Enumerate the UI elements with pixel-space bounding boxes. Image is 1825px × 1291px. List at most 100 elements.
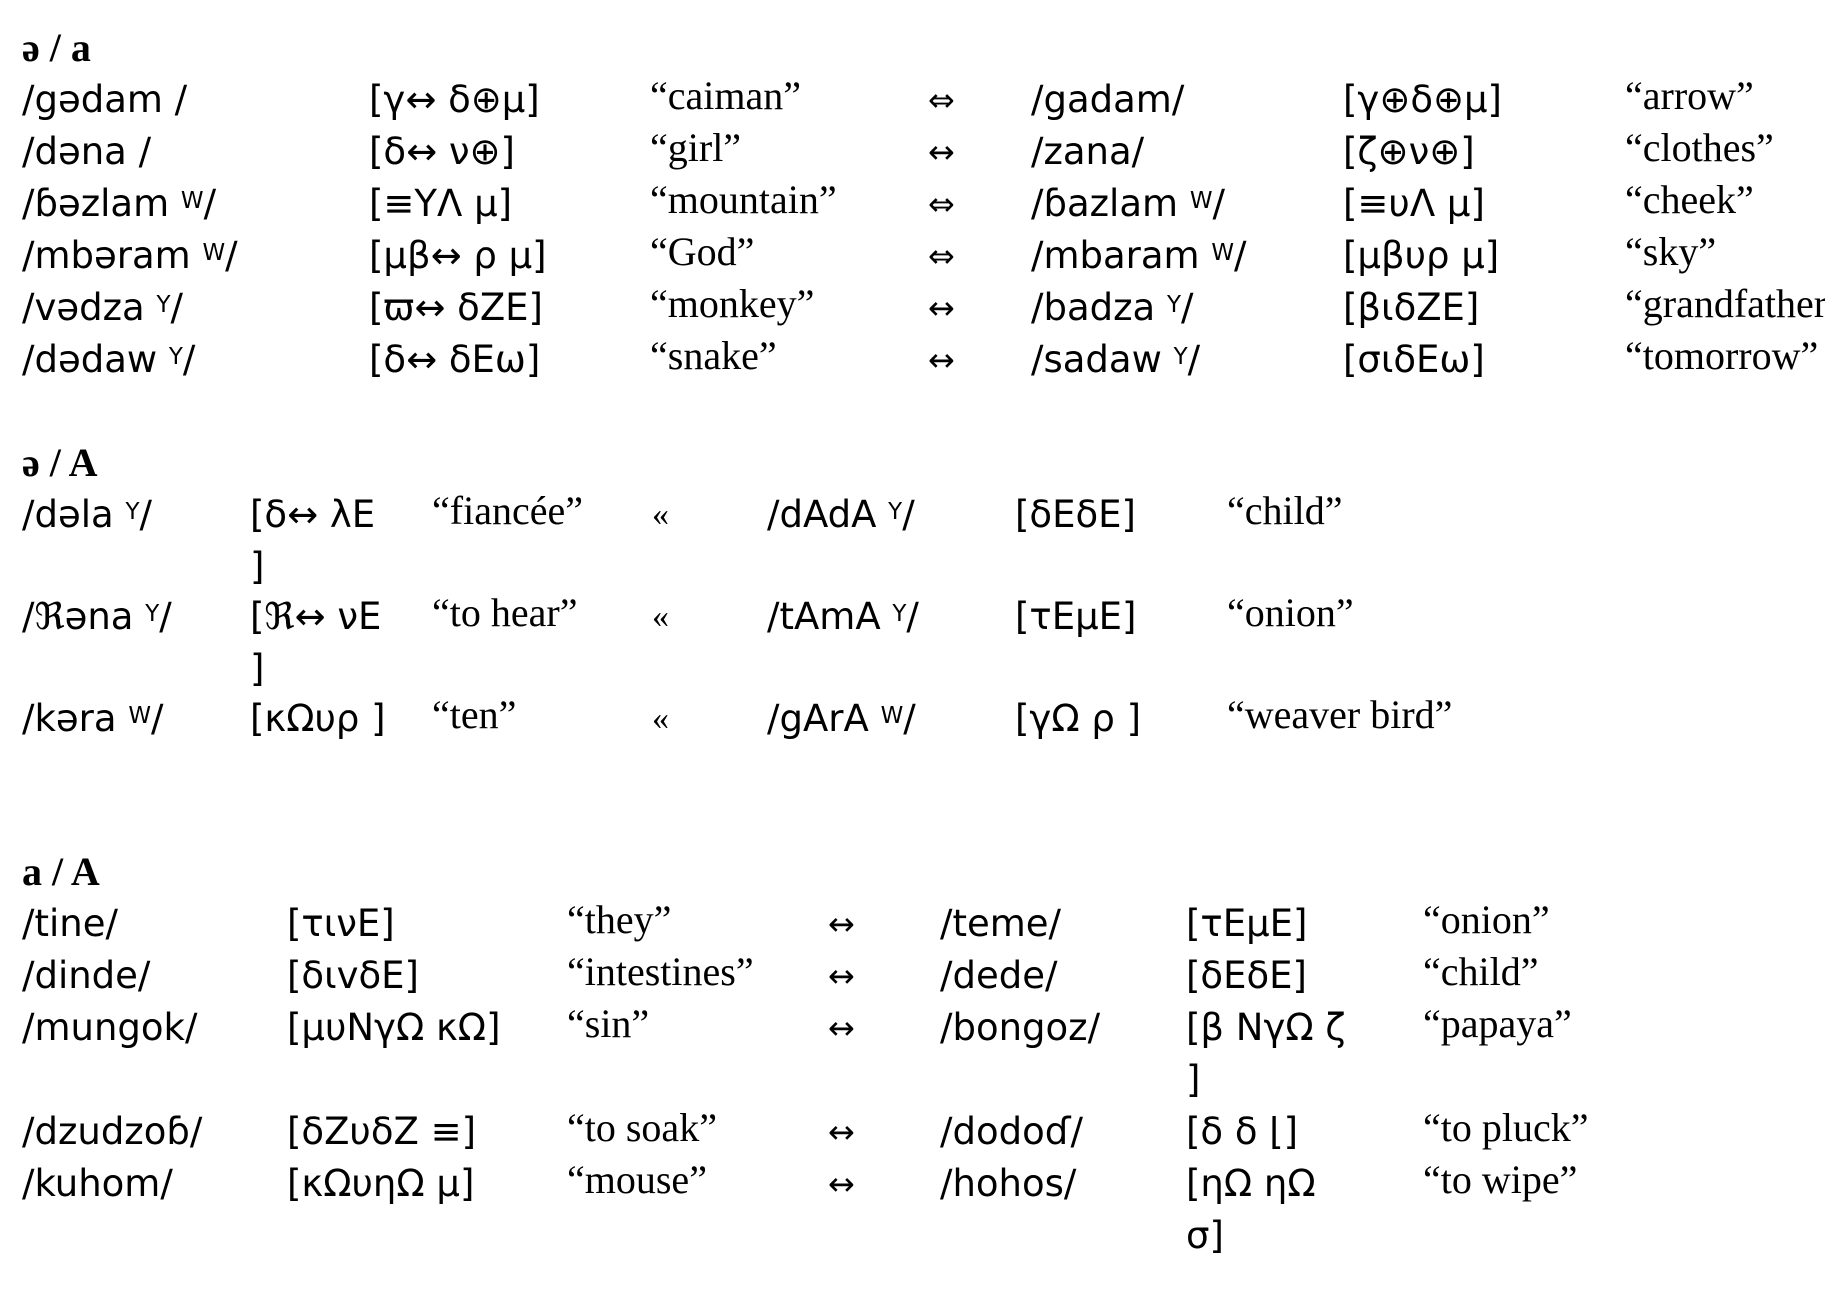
- contrast-arrow: «: [652, 598, 669, 635]
- phonemic-form: /ℜəna Y/: [22, 595, 172, 638]
- table-row: /gədam / [γ↔ δ⊕μ] “caiman” ⇔ /gadam/ [γ⊕…: [0, 73, 1825, 126]
- phonemic-form: /bongoz/: [940, 1006, 1101, 1049]
- table-row: /kəra W/ [κΩυρ ] “ten” « /gArA W/ [γΩ ρ …: [0, 692, 1825, 797]
- phonemic-form: /dədaw Y/: [22, 338, 196, 381]
- table-row: /ℜəna Y/ [ℜ↔ νE ] “to hear” « /tAmA Y/ […: [0, 590, 1825, 695]
- phonetic-form: [διvδE]: [287, 954, 419, 997]
- table-row: /dəna / [δ↔ ν⊕] “girl” ↔ /zana/ [ζ⊕ν⊕] “…: [0, 125, 1825, 178]
- phonetic-form: [δ↔ δEω]: [369, 338, 541, 381]
- phonemic-form: /dAdA Y/: [767, 493, 915, 536]
- gloss: “to pluck”: [1423, 1105, 1589, 1150]
- phonemic-form: /dede/: [940, 954, 1058, 997]
- phonetic-form: [βιδZE]: [1343, 286, 1480, 329]
- contrast-arrow: ↔: [928, 133, 955, 171]
- phonemic-form: /tAmA Y/: [767, 595, 919, 638]
- gloss: “child”: [1227, 488, 1343, 533]
- gloss: “fiancée”: [432, 488, 583, 533]
- table-row: /kuhom/ [κΩυηΩ μ] “mouse” ↔ /hohos/ [ηΩ …: [0, 1157, 1825, 1262]
- table-row: /vədza Y/ [ϖ↔ δZE] “monkey” ↔ /badza Y/ …: [0, 281, 1825, 334]
- gloss: “to hear”: [432, 590, 578, 635]
- gloss: “sky”: [1625, 229, 1717, 274]
- phonetic-form: [≡ΥΛ μ]: [369, 182, 513, 225]
- gloss: “tomorrow”: [1625, 333, 1819, 378]
- section-heading: ə / A: [22, 440, 98, 485]
- gloss: “sin”: [567, 1001, 650, 1046]
- phonetic-form: [δEδE]: [1015, 493, 1136, 536]
- contrast-arrow: ↔: [828, 905, 855, 943]
- phonemic-form: /gadam/: [1031, 78, 1185, 121]
- table-row: /dədaw Y/ [δ↔ δEω] “snake” ↔ /sadaw Y/ […: [0, 333, 1825, 386]
- table-row: /mbəram W/ [μβ↔ ρ μ] “God” ⇔ /mbaram W/ …: [0, 229, 1825, 282]
- phonetic-form: [γ↔ δ⊕μ]: [369, 78, 540, 121]
- table-row: /tine/ [τινE] “they” ↔ /teme/ [τEμE] “on…: [0, 897, 1825, 950]
- gloss: “to soak”: [567, 1105, 717, 1150]
- phonemic-form: /gArA W/: [767, 697, 916, 740]
- phonetic-form: [δ↔ λE ]: [250, 493, 376, 588]
- phonetic-form: [≡υΛ μ]: [1343, 182, 1485, 225]
- gloss: “weaver bird”: [1227, 692, 1453, 737]
- contrast-arrow: ↔: [828, 1009, 855, 1047]
- gloss: “cheek”: [1625, 177, 1754, 222]
- phonemic-form: /ɓazlam W/: [1031, 182, 1225, 225]
- gloss: “they”: [567, 897, 672, 942]
- phonetic-form: [σιδEω]: [1343, 338, 1485, 381]
- phonemic-form: /ɓəzlam W/: [22, 182, 217, 225]
- contrast-arrow: ⇔: [928, 237, 955, 275]
- gloss: “grandfather”: [1625, 281, 1825, 326]
- gloss: “mountain”: [650, 177, 837, 222]
- phonetic-form: [ηΩ ηΩ σ]: [1186, 1162, 1316, 1257]
- phonemic-form: /dzudzoɓ/: [22, 1110, 203, 1153]
- phonetic-form: [ℜ↔ νE ]: [250, 595, 382, 690]
- phonetic-form: [γ⊕δ⊕μ]: [1343, 78, 1502, 121]
- phonemic-form: /badza Y/: [1031, 286, 1194, 329]
- contrast-arrow: ↔: [928, 289, 955, 327]
- phonemic-form: /mungok/: [22, 1006, 198, 1049]
- gloss: “papaya”: [1423, 1001, 1572, 1046]
- phonetic-form: [ζ⊕ν⊕]: [1343, 130, 1475, 173]
- gloss: “snake”: [650, 333, 777, 378]
- gloss: “girl”: [650, 125, 742, 170]
- contrast-arrow: ↔: [828, 1113, 855, 1151]
- gloss: “ten”: [432, 692, 517, 737]
- phonemic-form: /hohos/: [940, 1162, 1077, 1205]
- phonetic-form: [δEδE]: [1186, 954, 1307, 997]
- phonemic-form: /vədza Y/: [22, 286, 183, 329]
- contrast-arrow: ⇔: [928, 185, 955, 223]
- phonetic-form: [β NγΩ ζ ]: [1186, 1006, 1346, 1101]
- contrast-arrow: ↔: [828, 1165, 855, 1203]
- phonemic-form: /mbəram W/: [22, 234, 238, 277]
- phonemic-form: /tine/: [22, 902, 118, 945]
- phonetic-form: [τινE]: [287, 902, 395, 945]
- table-row: /dinde/ [διvδE] “intestines” ↔ /dede/ [δ…: [0, 949, 1825, 1002]
- phonemic-form: /zana/: [1031, 130, 1145, 173]
- phonetic-form: [γΩ ρ ]: [1015, 697, 1142, 740]
- table-row: /ɓəzlam W/ [≡ΥΛ μ] “mountain” ⇔ /ɓazlam …: [0, 177, 1825, 230]
- gloss: “arrow”: [1625, 73, 1754, 118]
- phonetic-form: [κΩυρ ]: [250, 697, 386, 740]
- contrast-arrow: ↔: [828, 957, 855, 995]
- contrast-arrow: ⇔: [928, 81, 955, 119]
- gloss: “onion”: [1227, 590, 1354, 635]
- phonetic-form: [κΩυηΩ μ]: [287, 1162, 475, 1205]
- phonemic-form: /mbaram W/: [1031, 234, 1247, 277]
- gloss: “caiman”: [650, 73, 801, 118]
- table-row: /dzudzoɓ/ [δZυδZ ≡] “to soak” ↔ /dodoɗ/ …: [0, 1105, 1825, 1158]
- gloss: “clothes”: [1625, 125, 1774, 170]
- phonetic-form: [μυNγΩ κΩ]: [287, 1006, 501, 1049]
- gloss: “onion”: [1423, 897, 1550, 942]
- phonetic-form: [μβ↔ ρ μ]: [369, 234, 547, 277]
- phonemic-form: /gədam /: [22, 78, 188, 121]
- phonemic-form: /dodoɗ/: [940, 1110, 1083, 1153]
- table-row: /dəla Y/ [δ↔ λE ] “fiancée” « /dAdA Y/ […: [0, 488, 1825, 593]
- phonetic-form: [τEμE]: [1015, 595, 1137, 638]
- contrast-arrow: «: [652, 496, 669, 533]
- phonemic-form: /kuhom/: [22, 1162, 173, 1205]
- phonemic-form: /sadaw Y/: [1031, 338, 1201, 381]
- section-heading: a / A: [22, 849, 100, 894]
- contrast-arrow: «: [652, 700, 669, 737]
- phonetic-form: [μβυρ μ]: [1343, 234, 1500, 277]
- phonemic-form: /teme/: [940, 902, 1062, 945]
- gloss: “to wipe”: [1423, 1157, 1578, 1202]
- gloss: “child”: [1423, 949, 1539, 994]
